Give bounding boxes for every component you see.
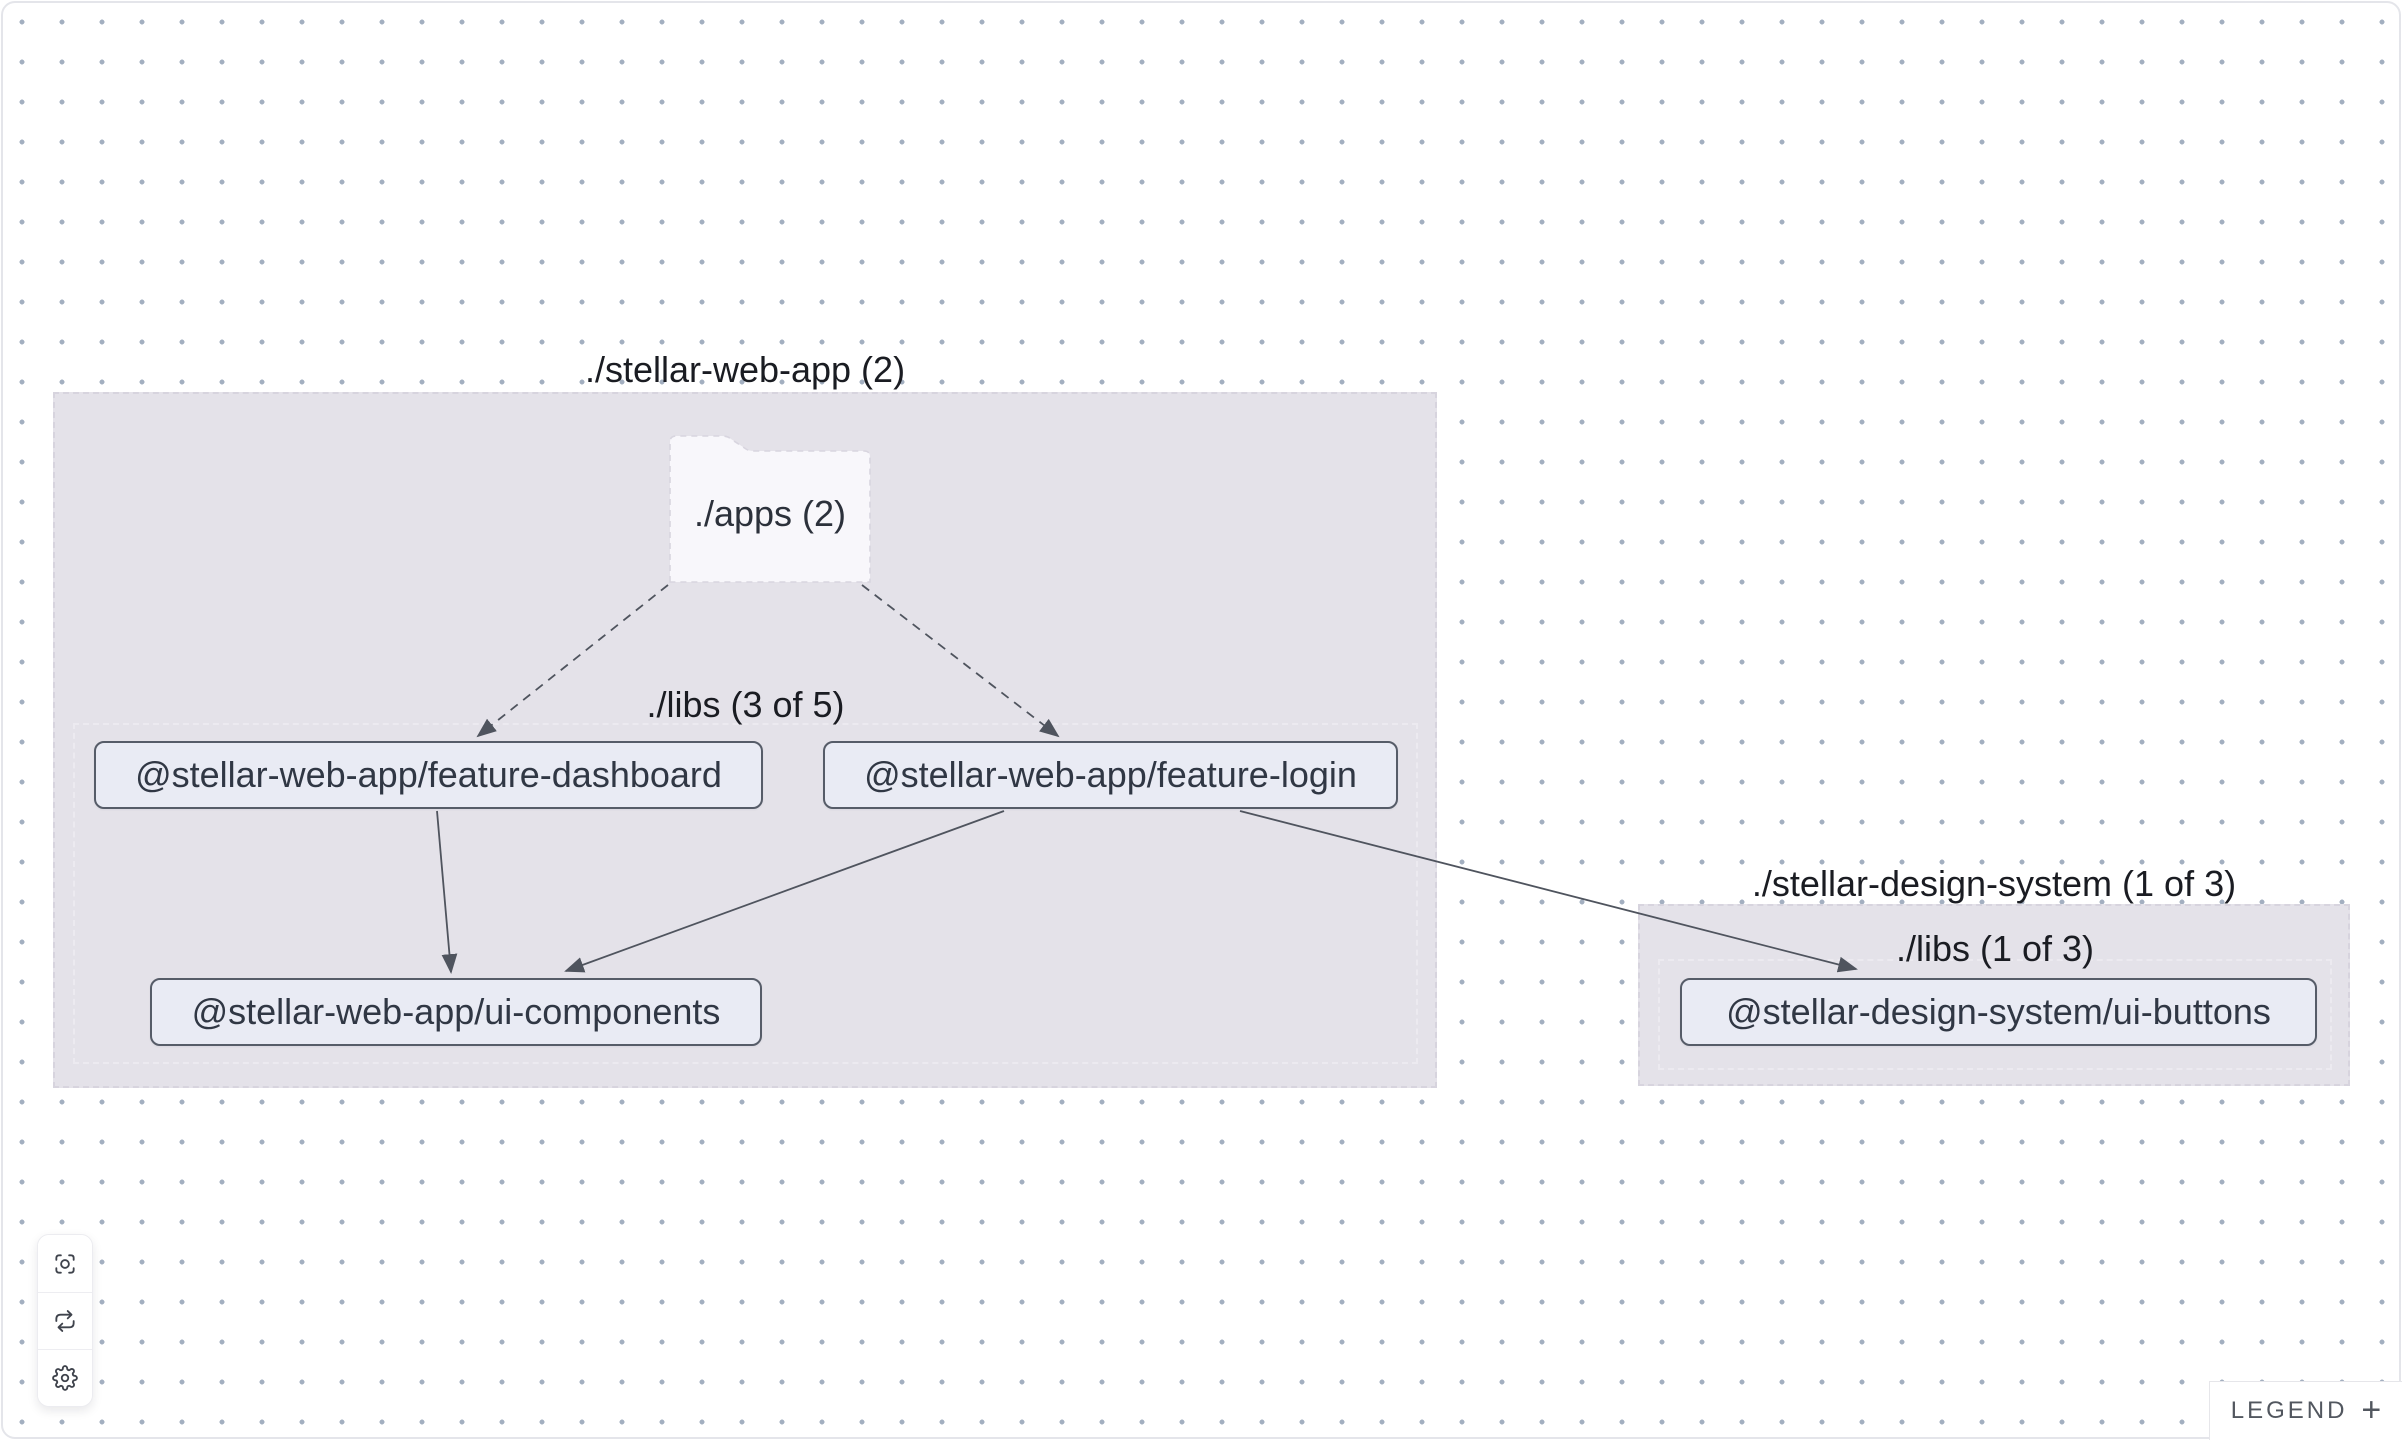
project-node-feature-dashboard[interactable]: @stellar-web-app/feature-dashboard: [94, 741, 763, 809]
focus-icon: [55, 1253, 75, 1274]
subgroup-design-system-libs: [1658, 959, 2332, 1070]
settings-icon: [52, 1365, 78, 1391]
folder-node-label: ./apps (2): [693, 493, 847, 534]
legend-toggle[interactable]: LEGEND +: [2209, 1381, 2402, 1440]
group-title-stellar-web-app: ./stellar-web-app (2): [584, 349, 906, 390]
legend-label: LEGEND: [2230, 1397, 2348, 1424]
refresh-icon: [55, 1310, 75, 1332]
project-node-feature-login[interactable]: @stellar-web-app/feature-login: [823, 741, 1398, 809]
project-node-ui-components[interactable]: @stellar-web-app/ui-components: [150, 978, 762, 1046]
focus-button[interactable]: [38, 1235, 92, 1292]
group-title-stellar-design-system: ./stellar-design-system (1 of 3): [1751, 863, 2237, 904]
subgroup-label-web-app-libs: ./libs (3 of 5): [646, 684, 845, 725]
graph-controls: [37, 1234, 93, 1407]
refresh-button[interactable]: [38, 1292, 92, 1349]
subgroup-label-design-system-libs: ./libs (1 of 3): [1895, 928, 2095, 969]
project-node-ui-buttons[interactable]: @stellar-design-system/ui-buttons: [1680, 978, 2317, 1046]
settings-button[interactable]: [38, 1349, 92, 1406]
folder-icon: [669, 435, 871, 583]
folder-node-apps[interactable]: ./apps (2): [668, 433, 872, 585]
plus-icon: +: [2361, 1390, 2382, 1429]
